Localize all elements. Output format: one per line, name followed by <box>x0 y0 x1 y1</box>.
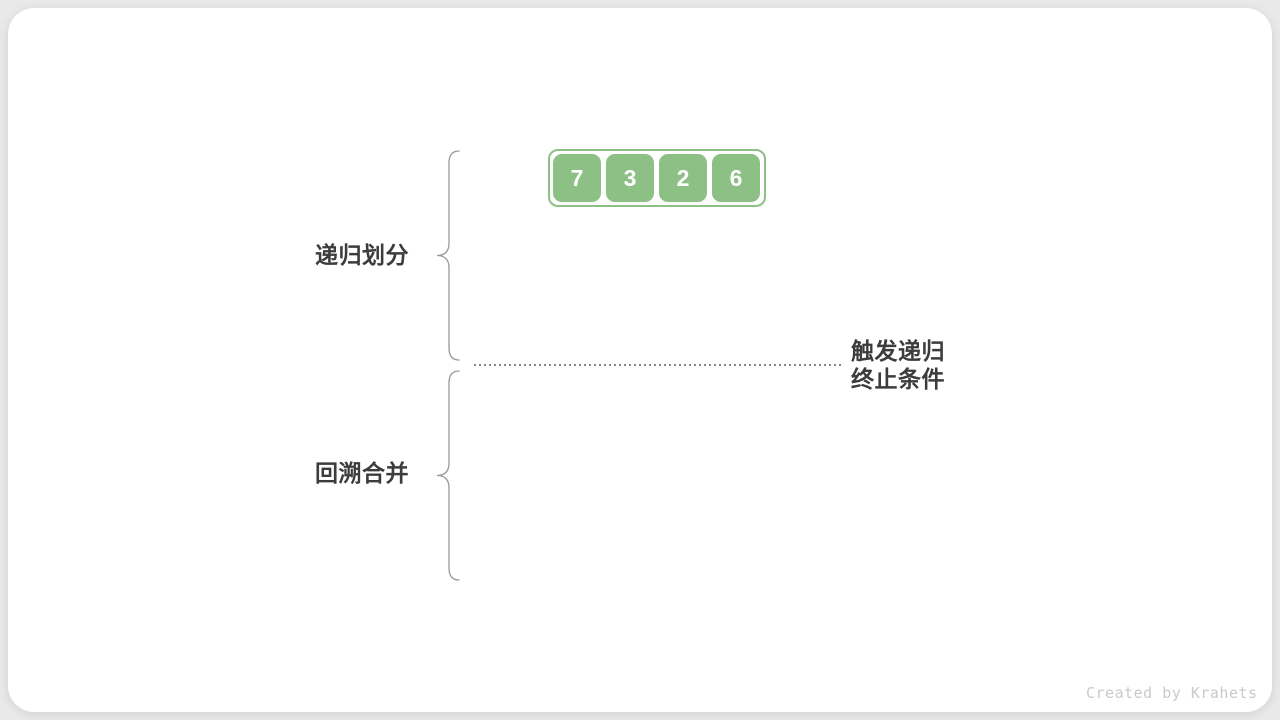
watermark: Created by Krahets <box>1086 684 1258 702</box>
array-cell: 3 <box>606 154 654 202</box>
merge-backtrack-brace-icon <box>436 370 460 581</box>
recursive-divide-label: 递归划分 <box>315 242 409 268</box>
array-cell-value: 3 <box>623 164 637 191</box>
array-cell: 7 <box>553 154 601 202</box>
termination-annotation: 触发递归 终止条件 <box>851 337 945 393</box>
array-cell-value: 7 <box>570 164 584 191</box>
array-cell: 2 <box>659 154 707 202</box>
array-cell: 6 <box>712 154 760 202</box>
termination-dotted-line <box>474 364 841 366</box>
recursive-divide-brace-icon <box>436 150 460 361</box>
array-container: 7 3 2 6 <box>548 149 766 207</box>
termination-annotation-line1: 触发递归 <box>851 338 945 364</box>
array-cell-value: 6 <box>729 164 743 191</box>
figure-card: 7 3 2 6 递归划分 回溯合并 触发递归 终止条件 <box>8 8 1272 712</box>
termination-annotation-line2: 终止条件 <box>851 366 945 392</box>
array-cell-value: 2 <box>676 164 690 191</box>
merge-backtrack-label: 回溯合并 <box>315 460 409 486</box>
